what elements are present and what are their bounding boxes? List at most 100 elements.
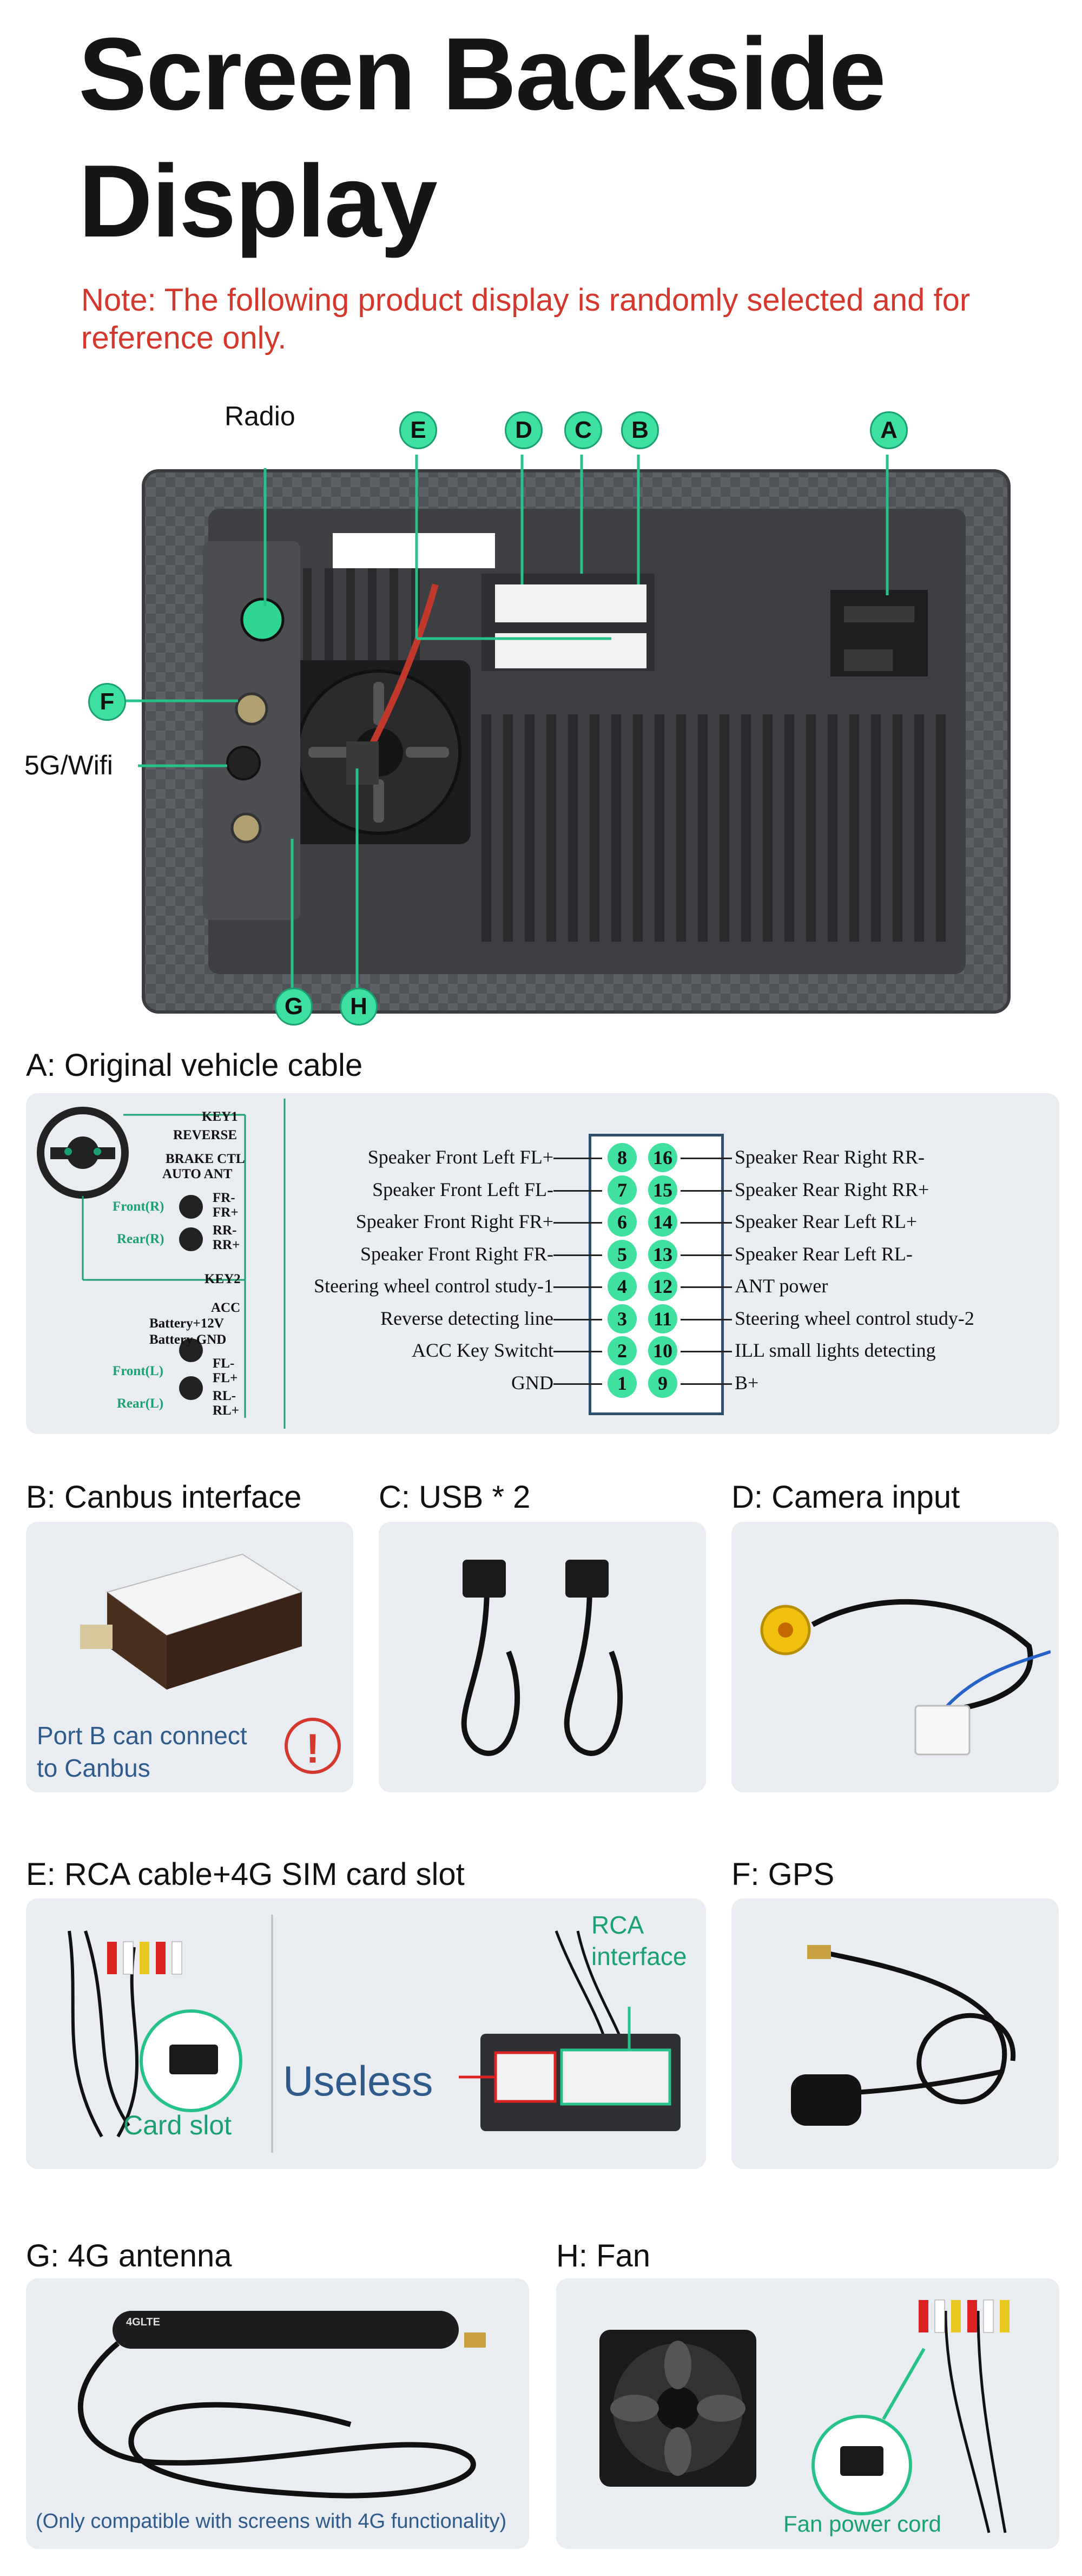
pin-leader-line (681, 1254, 732, 1256)
wire-rr-plus: RR+ (213, 1238, 240, 1252)
badge-d: D (505, 411, 543, 449)
wheel-diagram (37, 1099, 286, 1429)
badge-c: C (564, 411, 602, 449)
pin-left-label: Speaker Front Left FL+ (367, 1146, 553, 1168)
pin-leader-line (553, 1190, 602, 1192)
pin-left-number: 2 (608, 1336, 637, 1365)
section-c-panel (379, 1522, 706, 1792)
section-h-title: H: Fan (556, 2238, 651, 2273)
pin-right-number: 9 (648, 1368, 677, 1398)
wire-battery-gnd: Battery GND (149, 1332, 227, 1347)
pin-left-label: Speaker Front Right FR+ (355, 1211, 553, 1232)
rca-interface-label: RCA interface (591, 1911, 687, 1970)
pin-leader-line (681, 1158, 732, 1159)
wire-battery-12v: Battery+12V (149, 1316, 224, 1331)
section-f-panel (731, 1898, 1059, 2169)
fan-image (599, 2299, 1010, 2533)
wire-fl-plus: FL+ (213, 1371, 238, 1385)
pin-left-number: 4 (608, 1272, 637, 1301)
4g-antenna-image (77, 2311, 486, 2499)
pin-leader-line (681, 1351, 732, 1352)
section-g-panel: 4GLTE (Only compatible with screens with… (26, 2278, 529, 2549)
pin-right-label: Speaker Rear Right RR+ (735, 1178, 929, 1200)
pin-leader-line (681, 1383, 732, 1385)
pin-right-number: 14 (648, 1207, 677, 1237)
badge-e: E (399, 411, 437, 449)
pin-right-label: ANT power (735, 1275, 828, 1297)
pin-left-label: ACC Key Switcht (411, 1339, 553, 1361)
badge-a: A (870, 411, 908, 449)
badge-g: G (275, 988, 313, 1026)
pin-left-number: 7 (608, 1175, 637, 1205)
wire-fl-minus: FL- (213, 1356, 235, 1371)
wire-key1: KEY1 (202, 1109, 238, 1124)
pin-left-label: Reverse detecting line (380, 1307, 553, 1329)
pin-left-label: Speaker Front Left FL- (372, 1178, 553, 1200)
warning-icon: ! (285, 1718, 341, 1774)
section-f-title: F: GPS (731, 1857, 835, 1892)
pin-leader-line (681, 1190, 732, 1192)
group-front-l: Front(L) (113, 1364, 163, 1378)
pin-left-number: 1 (608, 1368, 637, 1398)
wire-brake-ctl: BRAKE CTL (166, 1152, 245, 1166)
disclaimer-note: Note: The following product display is r… (81, 282, 971, 356)
pin-right-number: 16 (648, 1143, 677, 1172)
pin-left-number: 8 (608, 1143, 637, 1172)
rca-harness-image (68, 1915, 681, 2153)
section-b-title: B: Canbus interface (26, 1480, 302, 1515)
pin-leader-line (553, 1158, 602, 1159)
wire-rr-minus: RR- (213, 1223, 237, 1238)
pin-left-number: 5 (608, 1239, 637, 1269)
usb-cables-image (461, 1560, 623, 1756)
canbus-caption: Port B can connect to Canbus (37, 1721, 247, 1782)
fan-power-caption: Fan power cord (783, 2511, 941, 2536)
pin-leader-line (553, 1286, 602, 1288)
pin-leader-line (681, 1222, 732, 1224)
group-front-r: Front(R) (113, 1199, 164, 1214)
pin-left-label: GND (511, 1371, 553, 1394)
pin-leader-line (553, 1383, 602, 1385)
wifi-label: 5G/Wifi (24, 750, 113, 780)
wire-fr-plus: FR+ (213, 1205, 239, 1220)
wire-reverse: REVERSE (173, 1128, 237, 1142)
useless-label: Useless (283, 2057, 433, 2105)
badge-f: F (88, 683, 126, 721)
group-rear-l: Rear(L) (117, 1396, 164, 1411)
pin-leader-line (681, 1318, 732, 1320)
pin-left-number: 3 (608, 1304, 637, 1333)
wire-rl-plus: RL+ (213, 1403, 239, 1418)
4g-antenna-caption: (Only compatible with screens with 4G fu… (36, 2510, 507, 2533)
pin-right-label: B+ (735, 1371, 759, 1394)
wire-rl-minus: RL- (213, 1389, 236, 1403)
pin-left-label: Steering wheel control study-1 (314, 1275, 553, 1297)
pin-right-number: 15 (648, 1175, 677, 1205)
radio-label: Radio (225, 401, 295, 431)
pin-leader-line (553, 1351, 602, 1352)
section-a-panel: KEY1 REVERSE BRAKE CTL AUTO ANT FR- FR+ … (26, 1093, 1059, 1434)
pin-right-label: Speaker Rear Left RL- (735, 1243, 913, 1265)
pin-right-number: 12 (648, 1272, 677, 1301)
wire-acc: ACC (211, 1300, 241, 1315)
section-h-panel: Fan power cord (556, 2278, 1059, 2549)
pin-right-label: Speaker Rear Right RR- (735, 1146, 925, 1168)
section-b-panel: Port B can connect to Canbus ! (26, 1522, 353, 1792)
pin-leader-line (553, 1222, 602, 1224)
pin-right-label: Steering wheel control study-2 (735, 1307, 974, 1329)
pin-right-label: ILL small lights detecting (735, 1339, 936, 1361)
card-slot-label: Card slot (123, 2110, 232, 2140)
badge-b: B (621, 411, 659, 449)
device-illustration (122, 455, 1011, 1014)
section-g-title: G: 4G antenna (26, 2238, 232, 2273)
section-d-panel (731, 1522, 1059, 1792)
pin-right-number: 11 (648, 1304, 677, 1333)
section-c-title: C: USB * 2 (379, 1480, 531, 1515)
section-e-panel: Card slot Useless RCA interface (26, 1898, 706, 2169)
wire-fr-minus: FR- (213, 1191, 235, 1205)
camera-cable-image (760, 1599, 1051, 1756)
section-e-title: E: RCA cable+4G SIM card slot (26, 1857, 465, 1892)
title-line-1: Screen Backside (78, 17, 886, 132)
device-backside-figure: Radio 5G/Wifi E D C B A F G H (0, 390, 1082, 1028)
pin-leader-line (681, 1286, 732, 1288)
pin-leader-line (553, 1318, 602, 1320)
